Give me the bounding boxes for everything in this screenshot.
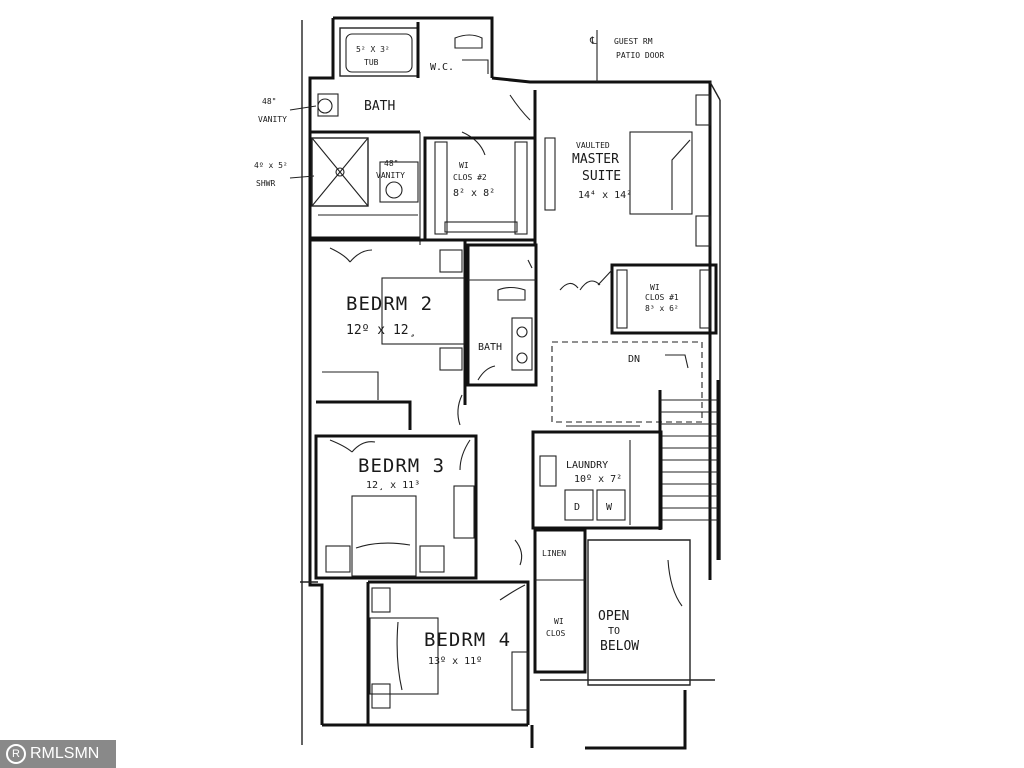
to-label: TO xyxy=(608,626,620,637)
master-suite-area xyxy=(509,90,711,247)
bedroom-3-area xyxy=(314,434,478,580)
bedroom-4-dim: 13º x 11º xyxy=(428,656,482,667)
linen-closet-area xyxy=(499,528,587,674)
master-dim: 14⁴ x 14² xyxy=(578,190,632,201)
centerline-symbol: ℄ xyxy=(589,36,597,47)
linen-label: LINEN xyxy=(542,549,566,558)
wi-closet-4-label: WI xyxy=(554,617,564,626)
bedroom-2-dim: 12º x 12¸ xyxy=(346,323,416,338)
room-labels: 5² X 3² TUB W.C. BATH WI CLOS #2 8² x 8²… xyxy=(346,45,679,667)
wi-closet-2-dim: 8² x 8² xyxy=(453,188,495,199)
laundry-label: LAUNDRY xyxy=(566,460,608,471)
wi-closet-1-label: WI xyxy=(650,283,660,292)
vanity-mid-label: VANITY xyxy=(376,171,405,180)
vanity-top-size: 48" xyxy=(262,97,276,106)
annotation-leaders xyxy=(289,30,598,179)
master-vaulted-label: VAULTED xyxy=(576,141,610,150)
wi-closet-1-area xyxy=(559,263,718,335)
vanity-top-label: VANITY xyxy=(258,115,287,124)
wi-closet-4-sub: CLOS xyxy=(546,629,565,638)
below-label: BELOW xyxy=(600,639,639,654)
bedroom-4-area xyxy=(366,580,530,725)
wi-closet-1-dim: 8³ x 6² xyxy=(645,304,679,313)
open-to-below-area xyxy=(540,539,715,686)
bedroom-4-label: BEDRM 4 xyxy=(424,629,511,651)
laundry-dim: 10º x 7² xyxy=(574,474,622,485)
vanity-mid-size: 48" xyxy=(384,159,398,168)
tub-label: TUB xyxy=(364,58,379,67)
shower-label: SHWR xyxy=(256,179,275,188)
laundry-area xyxy=(531,430,663,530)
washer-label: W xyxy=(606,502,613,513)
bath-2-area xyxy=(466,243,538,387)
bath-1-area xyxy=(310,93,486,245)
bedroom-2-area xyxy=(310,238,467,430)
tub-size-label: 5² X 3² xyxy=(356,45,390,54)
rmls-watermark: R RMLSMN xyxy=(0,740,116,768)
bath-2-label: BATH xyxy=(478,342,502,353)
shower-size: 4º x 5² xyxy=(254,161,288,170)
tub-wc-area xyxy=(339,22,489,78)
master-label: MASTER xyxy=(572,152,619,167)
stair-down-label: DN xyxy=(628,354,640,365)
wi-closet-2-number: CLOS #2 xyxy=(453,173,487,182)
watermark-text: RMLSMN xyxy=(30,745,100,762)
wi-closet-2-label: WI xyxy=(459,161,469,170)
bedroom-3-dim: 12¸ x 11³ xyxy=(366,480,420,491)
bath-1-label: BATH xyxy=(364,99,395,114)
wi-closet-1-number: CLOS #1 xyxy=(645,293,679,302)
patio-door-label: PATIO DOOR xyxy=(616,51,664,60)
bedroom-3-label: BEDRM 3 xyxy=(358,455,445,477)
rmls-logo-icon: R xyxy=(6,744,26,764)
annotations: 48" VANITY 4º x 5² SHWR 48" VANITY GUEST… xyxy=(254,36,664,188)
dryer-label: D xyxy=(574,502,580,513)
open-label: OPEN xyxy=(598,609,629,624)
exterior-walls xyxy=(300,16,721,750)
wc-label: W.C. xyxy=(430,62,454,73)
bedroom-2-label: BEDRM 2 xyxy=(346,293,433,315)
patio-room-label: GUEST RM xyxy=(614,37,653,46)
master-suite-label: SUITE xyxy=(582,169,621,184)
